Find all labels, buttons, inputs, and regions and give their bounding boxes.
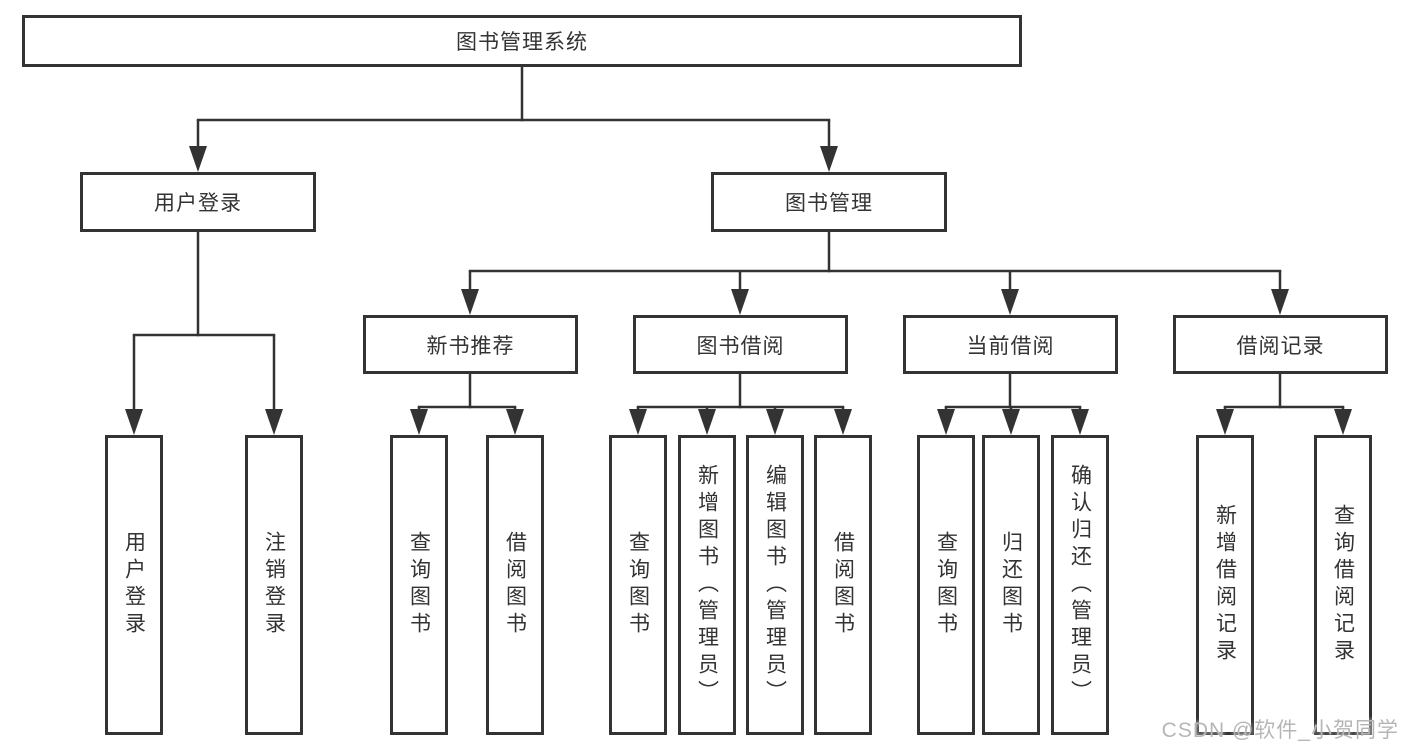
node-leaf-logout: 注销登录 [245, 435, 303, 735]
node-book-system: 图书管理系统 [22, 15, 1022, 67]
watermark: CSDN @软件_小贺同学 [1161, 719, 1399, 742]
node-leaf-query-book-2: 查询图书 [609, 435, 667, 735]
node-leaf-add-borrow-record: 新增借阅记录 [1196, 435, 1254, 735]
node-leaf-user-login: 用户登录 [105, 435, 163, 735]
leaf-label: 查询借阅记录 [1331, 504, 1355, 666]
node-book-borrow: 图书借阅 [633, 315, 848, 374]
node-book-management: 图书管理 [711, 172, 947, 232]
leaf-label: 借阅图书 [503, 531, 527, 639]
node-user-login: 用户登录 [80, 172, 316, 232]
leaf-label: 借阅图书 [831, 531, 855, 639]
node-leaf-query-borrow-record: 查询借阅记录 [1314, 435, 1372, 735]
leaf-label: 注销登录 [262, 531, 286, 639]
node-leaf-return-book: 归还图书 [982, 435, 1040, 735]
node-leaf-query-book-1: 查询图书 [390, 435, 448, 735]
leaf-label: 查询图书 [626, 531, 650, 639]
leaf-label: 用户登录 [122, 531, 146, 639]
leaf-label: 新增图书（管理员） [695, 463, 719, 707]
node-new-book-recommend: 新书推荐 [363, 315, 578, 374]
node-leaf-borrow-book-1: 借阅图书 [486, 435, 544, 735]
node-leaf-query-book-3: 查询图书 [917, 435, 975, 735]
node-current-borrow: 当前借阅 [903, 315, 1118, 374]
node-leaf-confirm-return-admin: 确认归还（管理员） [1051, 435, 1109, 735]
node-borrow-records: 借阅记录 [1173, 315, 1388, 374]
node-leaf-edit-book-admin: 编辑图书（管理员） [746, 435, 804, 735]
leaf-label: 新增借阅记录 [1213, 504, 1237, 666]
node-leaf-add-book-admin: 新增图书（管理员） [678, 435, 736, 735]
leaf-label: 查询图书 [407, 531, 431, 639]
leaf-label: 归还图书 [999, 531, 1023, 639]
node-leaf-borrow-book-2: 借阅图书 [814, 435, 872, 735]
leaf-label: 确认归还（管理员） [1068, 463, 1092, 707]
leaf-label: 编辑图书（管理员） [763, 463, 787, 707]
leaf-label: 查询图书 [934, 531, 958, 639]
